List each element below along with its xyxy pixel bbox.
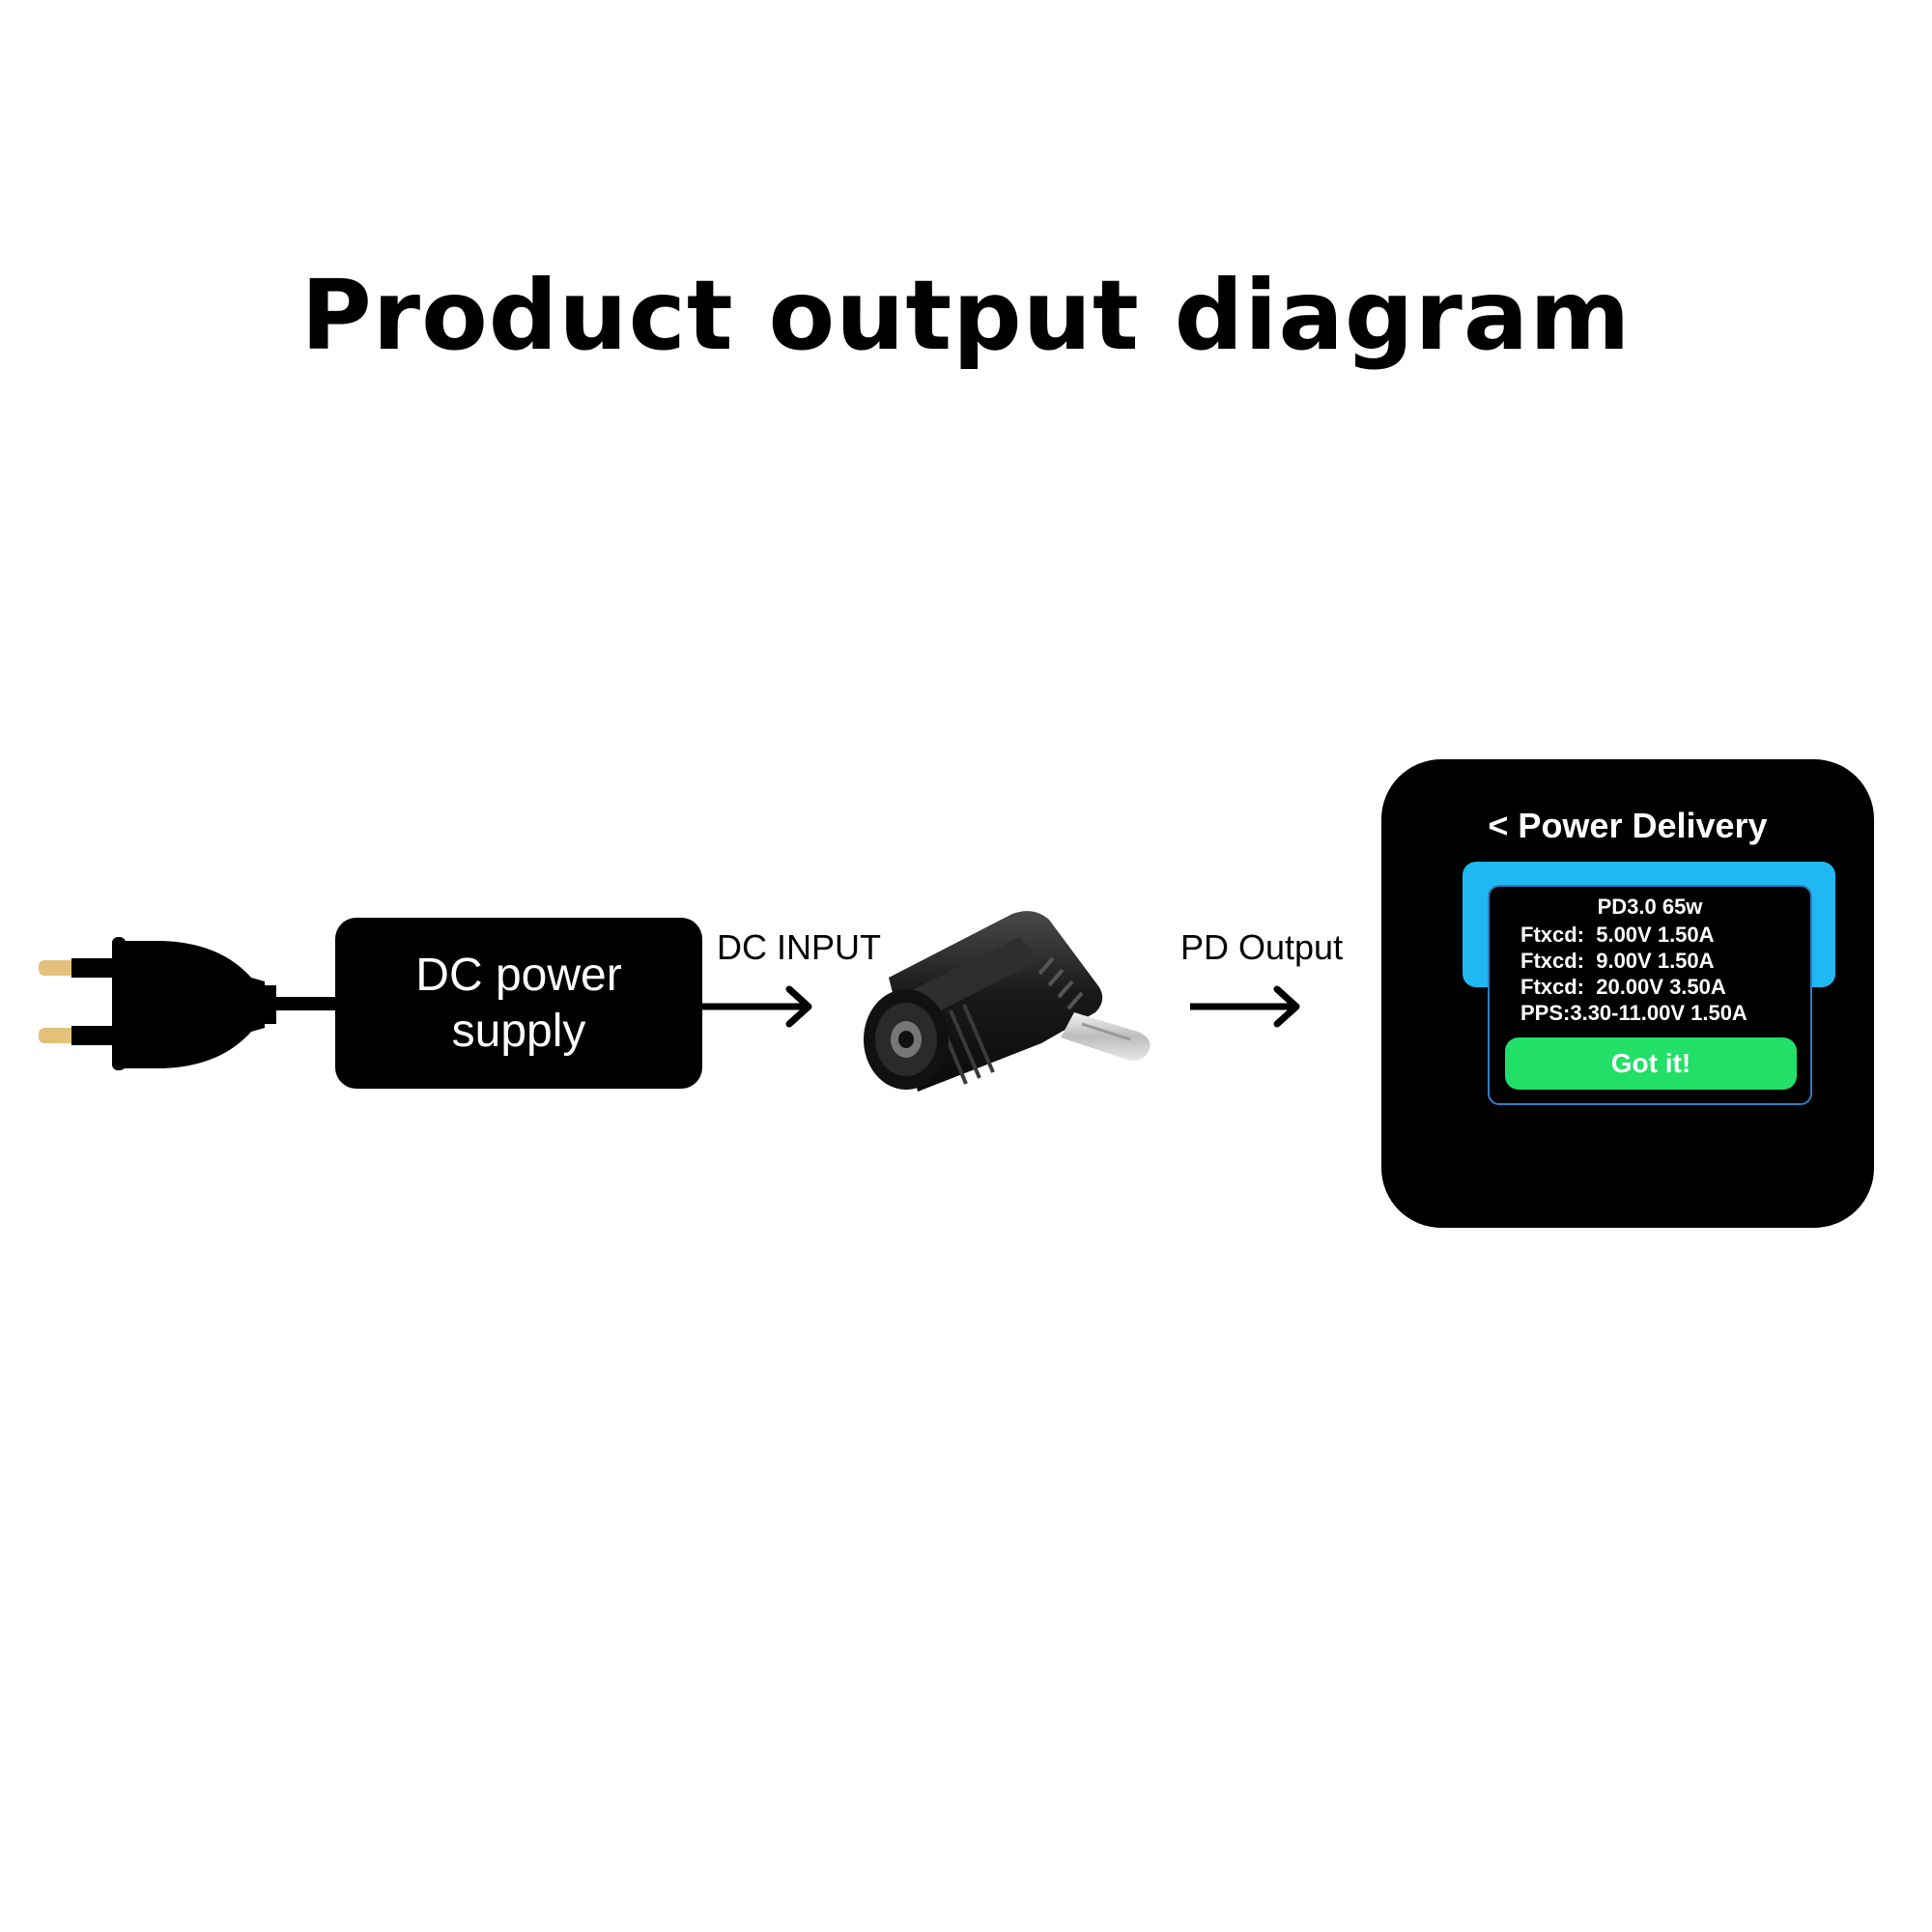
pd-info-popup: PD3.0 65w Ftxcd: 5.00V 1.50A Ftxcd: 9.00…: [1488, 885, 1812, 1105]
got-it-button[interactable]: Got it!: [1505, 1037, 1797, 1090]
pd-output-label: PD Output: [1180, 927, 1344, 967]
power-delivery-header[interactable]: < Power Delivery: [1488, 806, 1768, 845]
pd-profile-row: Ftxcd: 9.00V 1.50A: [1520, 949, 1715, 973]
phone-screen: < Power Delivery PD3.0 65w Ftxcd: 5.00V …: [1381, 759, 1874, 1228]
power-plug-icon: [39, 937, 342, 1070]
dc-input-label: DC INPUT: [717, 927, 881, 967]
right-arrow-icon: [1190, 985, 1300, 1028]
pd-profile-list: Ftxcd: 5.00V 1.50A Ftxcd: 9.00V 1.50A Ft…: [1520, 922, 1747, 1026]
page-title: Product output diagram: [300, 259, 1632, 372]
pd-profile-row: Ftxcd: 20.00V 3.50A: [1520, 975, 1726, 999]
right-arrow-icon: [702, 985, 812, 1028]
dc-power-supply-box: DC power supply: [335, 918, 702, 1089]
pd-profile-row: Ftxcd: 5.00V 1.50A: [1520, 923, 1715, 947]
psu-label-line2: supply: [451, 1005, 586, 1057]
pd-profile-row: PPS:3.30-11.00V 1.50A: [1520, 1001, 1747, 1025]
pd-version-title: PD3.0 65w: [1597, 895, 1703, 919]
psu-label-line1: DC power: [415, 949, 622, 1001]
usb-c-adapter-icon: [864, 911, 1151, 1092]
